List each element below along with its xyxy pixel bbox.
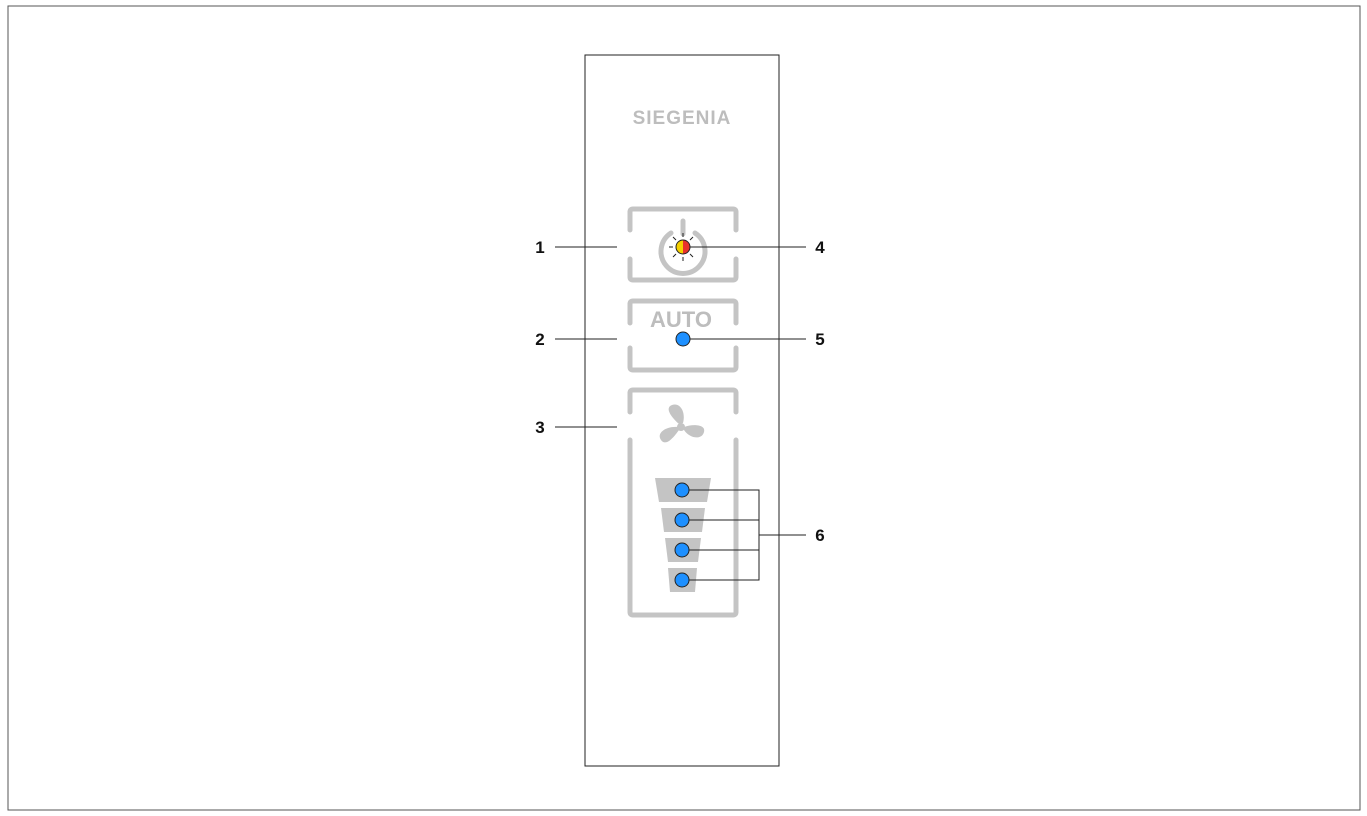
fan-button-frame-bottom [627, 437, 739, 618]
fan-icon [659, 404, 705, 443]
callout-4: 4 [815, 238, 825, 257]
power-led [675, 239, 691, 255]
leader-lines [555, 246, 806, 581]
callout-1: 1 [535, 238, 544, 257]
callout-5: 5 [815, 330, 824, 349]
callout-3: 3 [535, 418, 544, 437]
auto-label: AUTO [650, 307, 712, 332]
power-button-frame-bottom [627, 256, 739, 283]
brand-logo: SIEGENIA [633, 108, 732, 129]
outer-frame [7, 5, 1361, 811]
fan-button-frame-top [627, 387, 739, 415]
fan-level-led-2 [674, 512, 690, 528]
control-panel [584, 54, 780, 767]
callout-6: 6 [815, 526, 824, 545]
fan-level-led-3 [674, 542, 690, 558]
auto-button-frame-top [627, 298, 739, 326]
fan-level-led-4 [674, 572, 690, 588]
fan-level-led-1 [674, 482, 690, 498]
callout-2: 2 [535, 330, 544, 349]
auto-button-frame-bottom [627, 345, 739, 373]
auto-led [675, 331, 691, 347]
power-button-frame-top [627, 206, 739, 233]
power-icon [658, 218, 708, 276]
